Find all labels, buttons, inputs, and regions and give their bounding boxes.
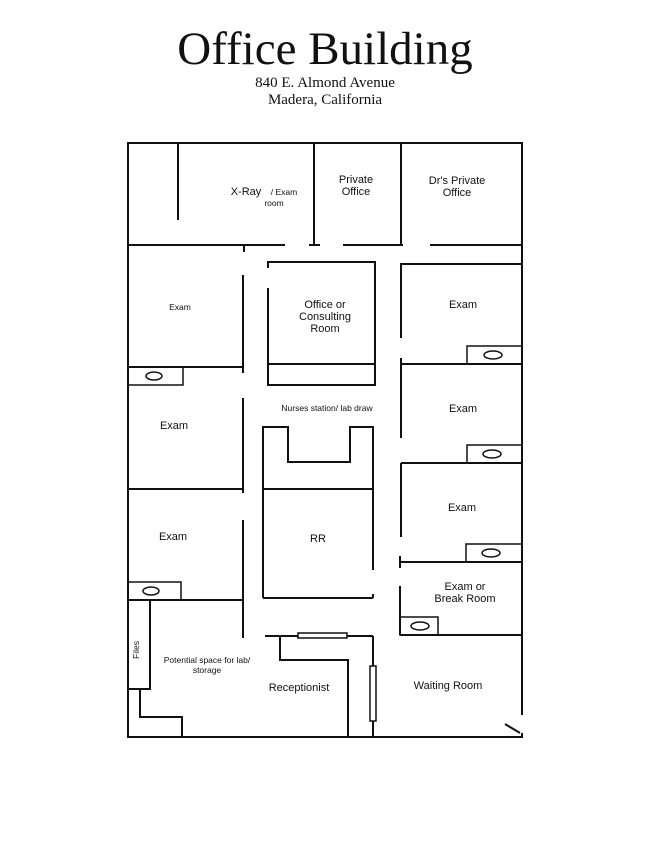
label-nurses-station: Nurses station/ lab draw (281, 403, 373, 413)
label-exam: Exam (169, 302, 191, 312)
label-private-office: Private (339, 174, 373, 186)
address-street: 840 E. Almond Avenue (255, 75, 395, 91)
sink-icon (399, 616, 439, 636)
label-private-office-2: Office (342, 186, 371, 198)
sink-icon (127, 581, 182, 601)
label-exam: Exam (449, 299, 477, 311)
label-break-room-2: Break Room (434, 593, 495, 605)
label-xray-suffix: / Exam (271, 187, 297, 197)
window (369, 665, 377, 722)
label-dr-office-2: Office (443, 187, 472, 199)
label-exam: Exam (159, 531, 187, 543)
label-consult-3: Room (310, 323, 339, 335)
sink-icon (127, 366, 184, 386)
label-consult-2: Consulting (299, 311, 351, 323)
sink-icon (465, 543, 523, 563)
window (297, 632, 348, 639)
page-title: Office Building (177, 23, 473, 75)
sinks (127, 345, 523, 636)
address-city: Madera, California (267, 92, 383, 108)
label-receptionist: Receptionist (269, 682, 330, 694)
walls (127, 142, 523, 738)
label-waiting-room: Waiting Room (414, 680, 483, 692)
label-xray-room: room (264, 198, 283, 208)
label-dr-office: Dr's Private (429, 175, 486, 187)
label-exam: Exam (448, 502, 476, 514)
label-restroom: RR (310, 533, 326, 545)
label-break-room: Exam or (445, 581, 486, 593)
label-files: Files (131, 641, 141, 659)
room-labels: X-Ray / Exam room Private Office Dr's Pr… (131, 174, 496, 694)
label-consult: Office or (304, 299, 346, 311)
sink-icon (466, 345, 523, 365)
label-exam: Exam (160, 420, 188, 432)
label-lab-space: Potential space for lab/ (164, 655, 251, 665)
sink-icon (466, 444, 523, 464)
label-lab-space-2: storage (193, 665, 222, 675)
label-exam: Exam (449, 403, 477, 415)
label-xray: X-Ray (231, 186, 262, 198)
